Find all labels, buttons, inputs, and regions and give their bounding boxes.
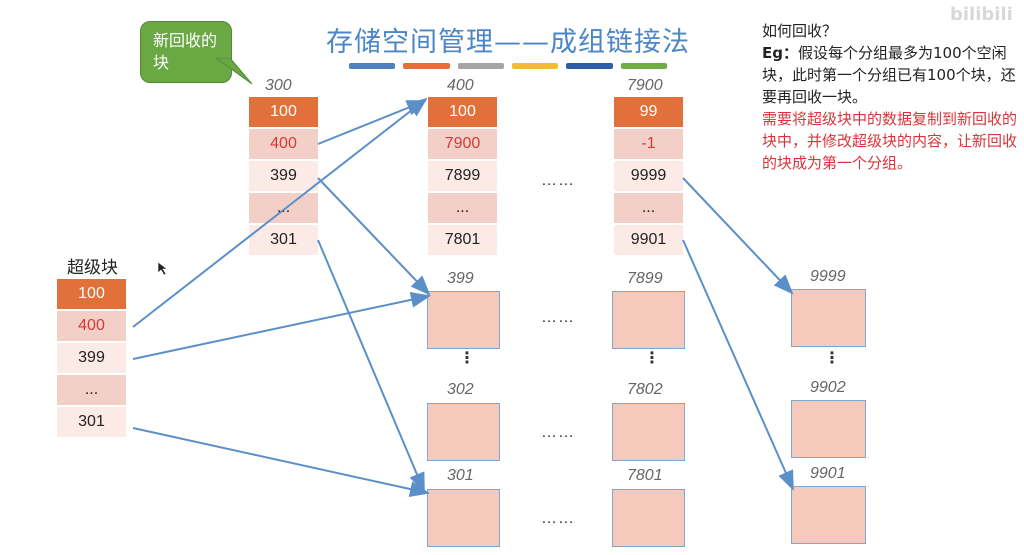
ellipsis: …… (541, 309, 575, 326)
free-block-id: 301 (447, 467, 474, 484)
free-block-id: 9902 (810, 379, 846, 396)
group-block-id: 300 (265, 77, 292, 94)
notes-example-prefix: Eg： (762, 44, 798, 62)
arrow-line (317, 239, 425, 493)
group-block-cell: 100 (249, 97, 318, 127)
title-color-segment (620, 63, 667, 69)
arrow-line (682, 177, 794, 295)
new-block-callout: 新回收的块 (140, 21, 232, 83)
free-block (612, 489, 685, 547)
group-block-cell: 9999 (614, 161, 683, 191)
title-color-segment (457, 63, 504, 69)
group-block-cell: 99 (614, 97, 683, 127)
title-color-segment (566, 63, 613, 69)
arrow-line (132, 291, 431, 360)
ellipsis: …… (541, 172, 575, 189)
arrow-line (682, 239, 794, 491)
arrow-line (132, 427, 430, 497)
title-color-segment (511, 63, 559, 69)
notes-question: 如何回收？ (762, 22, 838, 40)
group-block-cell: 301 (249, 225, 318, 255)
explanation-notes: 如何回收？ Eg：假设每个分组最多为100个空闲块，此时第一个分组已有100个块… (762, 20, 1024, 174)
super-block-label: 超级块 (67, 258, 118, 278)
group-block-cell: 7801 (428, 225, 497, 255)
free-block (791, 486, 866, 544)
group-block-cell: 7899 (428, 161, 497, 191)
mouse-cursor-icon (157, 261, 168, 276)
free-block (427, 291, 500, 349)
free-block-id: 399 (447, 270, 474, 287)
free-block (427, 403, 500, 461)
title-color-segment (403, 63, 450, 69)
arrow-line (317, 177, 431, 296)
title-color-bar (349, 63, 667, 69)
notes-example-text: 假设每个分组最多为100个空闲块，此时第一个分组已有100个块，还要再回收一块。 (762, 44, 1016, 106)
group-block-cell: ... (614, 193, 683, 223)
group-block-cell: 100 (428, 97, 497, 127)
ellipsis: …… (541, 510, 575, 527)
free-block-id: 9901 (810, 465, 846, 482)
free-block (791, 289, 866, 347)
super-block-cell: 399 (57, 343, 126, 373)
free-block-id: 7801 (627, 467, 663, 484)
super-block-cell: 100 (57, 279, 126, 309)
arrow-line (317, 100, 427, 145)
free-block (612, 291, 685, 349)
group-block-cell: 9901 (614, 225, 683, 255)
ellipsis: …… (541, 424, 575, 441)
arrow-line (132, 97, 428, 328)
free-block-id: 7899 (627, 270, 663, 287)
free-block (612, 403, 685, 461)
notes-example: Eg：假设每个分组最多为100个空闲块，此时第一个分组已有100个块，还要再回收… (762, 42, 1024, 108)
callout-tail-icon (216, 58, 253, 85)
notes-answer: 需要将超级块中的数据复制到新回收的块中，并修改超级块的内容，让新回收的块成为第一… (762, 110, 1018, 172)
group-block-cell: 399 (249, 161, 318, 191)
free-block-id: 7802 (627, 381, 663, 398)
group-block-id: 400 (447, 77, 474, 94)
free-block-id: 9999 (810, 268, 846, 285)
group-block-cell: 400 (249, 129, 318, 159)
free-block-id: 302 (447, 381, 474, 398)
group-block-cell: -1 (614, 129, 683, 159)
group-block-id: 7900 (627, 77, 663, 94)
group-block-cell: ... (249, 193, 318, 223)
title-color-segment (349, 63, 396, 69)
super-block-cell: 400 (57, 311, 126, 341)
page-title: 存储空间管理——成组链接法 (326, 27, 690, 58)
free-block (791, 400, 866, 458)
group-block-cell: 7900 (428, 129, 497, 159)
super-block-cell: 301 (57, 407, 126, 437)
super-block-cell: ... (57, 375, 126, 405)
free-block (427, 489, 500, 547)
group-block-cell: ... (428, 193, 497, 223)
bilibili-watermark: bilibili (950, 4, 1013, 25)
